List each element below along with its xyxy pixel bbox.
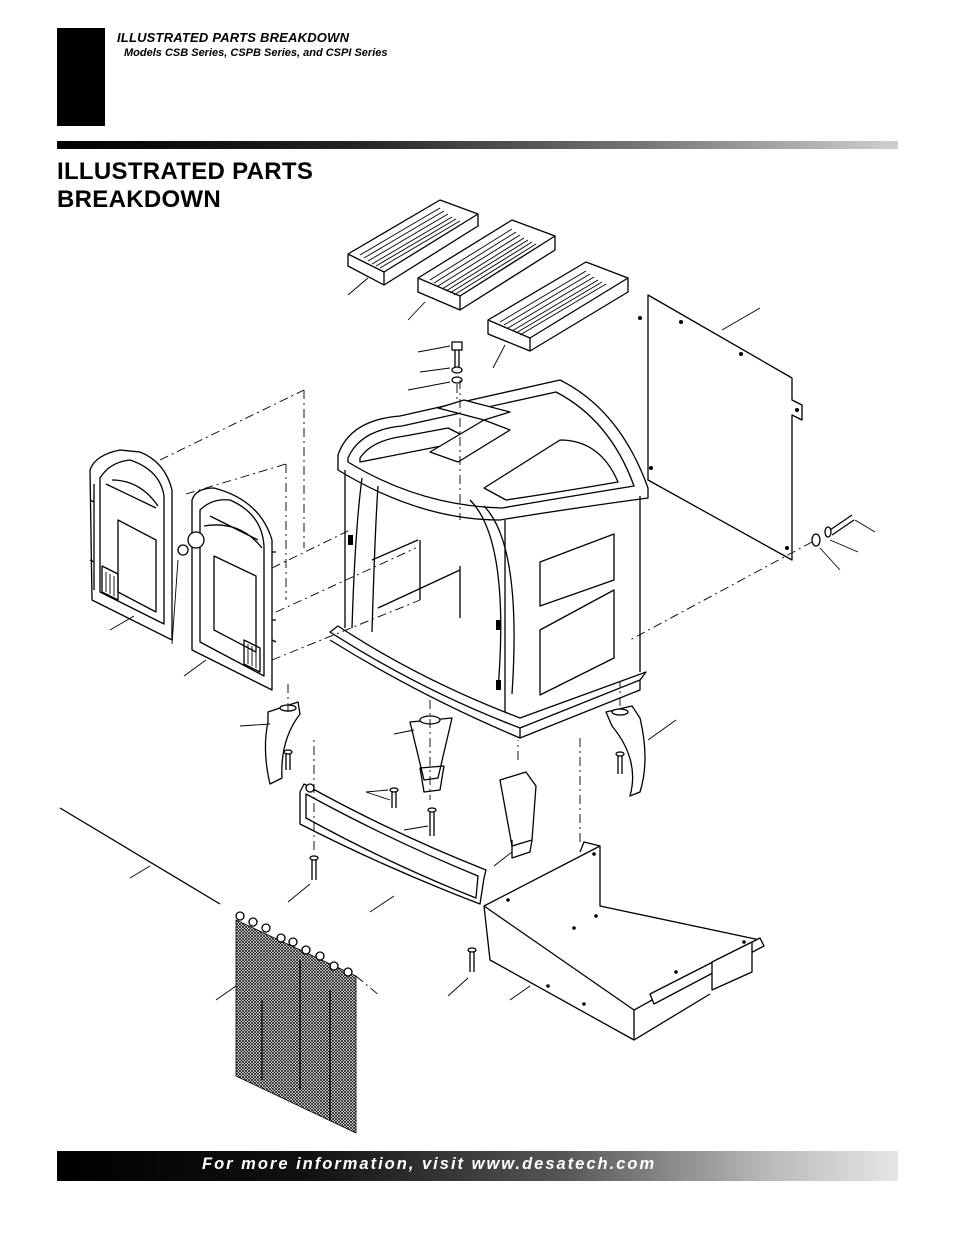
top-grate-right — [487, 261, 629, 352]
page-title-line1: ILLUSTRATED PARTS — [57, 158, 314, 185]
right-door — [183, 487, 277, 691]
footer-link-text[interactable]: For more information, visit www.desatech… — [202, 1155, 657, 1173]
front-leg — [493, 740, 537, 867]
leg-center — [393, 700, 453, 800]
footer-bar — [57, 1151, 898, 1181]
door-alignment-lines — [159, 389, 421, 661]
door-knob — [171, 544, 189, 645]
side-bolt-washers — [629, 514, 876, 641]
small-bolts — [287, 787, 477, 997]
page-title: ILLUSTRATED PARTS BREAKDOWN — [57, 158, 313, 214]
mesh-screen — [215, 911, 381, 1134]
page-tab-marker — [57, 28, 105, 126]
screen-rod — [59, 807, 221, 905]
grate-leader-lines — [347, 277, 506, 369]
base-pan — [483, 738, 765, 1041]
left-door — [89, 449, 173, 641]
header-rule — [57, 141, 898, 149]
top-grate-left — [347, 199, 479, 286]
leg-right — [605, 682, 677, 797]
front-trim-panel — [299, 740, 487, 913]
header-title: ILLUSTRATED PARTS BREAKDOWN — [117, 30, 350, 45]
header-subtitle: Models CSB Series, CSPB Series, and CSPI… — [124, 47, 388, 59]
top-grate-center — [417, 219, 556, 311]
page-title-line2: BREAKDOWN — [57, 186, 222, 213]
stove-body — [329, 379, 649, 739]
back-panel — [638, 294, 803, 561]
leg-left — [239, 680, 301, 785]
